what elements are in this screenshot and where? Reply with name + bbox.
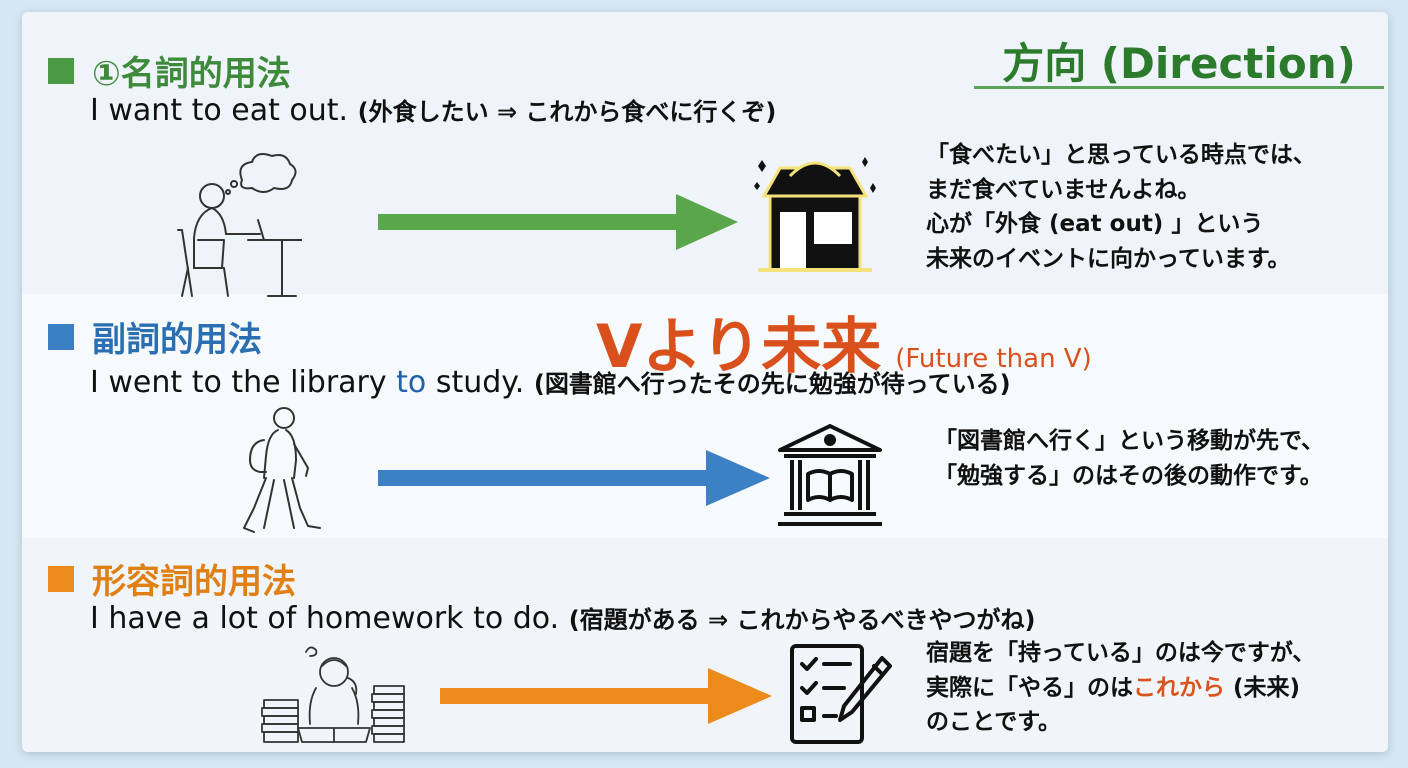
- adverb-usage-heading-text: 副詞的用法: [92, 320, 262, 360]
- section-band-noun: [22, 12, 1388, 294]
- direction-underline: [974, 86, 1384, 89]
- adjective-explanation-line: のことです。: [926, 709, 1062, 735]
- walking-student-icon: [243, 407, 321, 533]
- blue-arrow-icon: [378, 450, 770, 506]
- noun-explanation-line: 未来のイベントに向かっています。: [926, 245, 1291, 272]
- adjective-usage-sentence: I have a lot of homework to do. (宿題がある ⇒…: [90, 600, 1035, 636]
- adjective-explanation-text: 実際に「やる」のは: [926, 674, 1133, 701]
- adjective-explanation-text-end: (未来): [1225, 674, 1301, 701]
- green-arrow-icon: [378, 194, 738, 250]
- adjective-usage-heading-text: 形容詞的用法: [92, 562, 296, 602]
- adjective-usage-explanation: 宿題を「持っている」のは今ですが、 実際に「やる」のはこれから (未来) のこと…: [926, 636, 1315, 740]
- adjective-explanation-line: 実際に「やる」のはこれから (未来): [926, 671, 1315, 706]
- noun-explanation-line: 「食べたい」と思っている時点では、: [926, 142, 1316, 168]
- adverb-usage-sentence: I went to the library to study. (図書館へ行った…: [90, 364, 1011, 400]
- noun-explanation-line: 心が「外食 (eat out) 」という: [926, 211, 1264, 237]
- adjective-sentence-note: (宿題がある ⇒ これからやるべきやつがね): [568, 606, 1036, 634]
- noun-usage-sentence: I want to eat out. (外食したい ⇒ これから食べに行くぞ): [90, 92, 776, 128]
- blue-square-icon: [48, 323, 74, 350]
- adjective-usage-heading: 形容詞的用法: [48, 554, 296, 603]
- noun-usage-heading: ①名詞的用法: [48, 46, 291, 95]
- adverb-explanation-line: 「図書館へ行く」という移動が先で、: [934, 428, 1325, 454]
- noun-usage-explanation: 「食べたい」と思っている時点では、 まだ食べていませんよね。 心が「外食 (ea…: [926, 138, 1316, 276]
- library-building-icon: [778, 424, 882, 526]
- direction-title: 方向 (Direction): [1002, 39, 1356, 88]
- thinking-person-at-table-icon: [177, 153, 302, 297]
- adverb-explanation-line: 「勉強する」のはその後の動作です。: [934, 462, 1323, 489]
- infographic-card: 方向 (Direction) ①名詞的用法 I want to eat out.…: [22, 12, 1388, 752]
- adverb-sentence-note: (図書館へ行ったその先に勉強が待っている): [533, 370, 1011, 398]
- adverb-sentence-highlight: to: [396, 365, 427, 400]
- orange-arrow-icon: [440, 668, 772, 724]
- green-square-icon: [48, 57, 74, 84]
- section-band-adverb: [22, 294, 1388, 538]
- noun-sentence-note: (外食したい ⇒ これから食べに行くぞ): [357, 98, 777, 126]
- restaurant-store-icon: [754, 157, 876, 272]
- adjective-explanation-line: 宿題を「持っている」のは今ですが、: [926, 640, 1316, 666]
- adjective-sentence-text: I have a lot of homework to do.: [90, 601, 560, 636]
- orange-square-icon: [48, 565, 74, 592]
- adverb-sentence-text: I went to the library: [90, 365, 397, 400]
- adverb-usage-heading: 副詞的用法: [48, 312, 262, 361]
- noun-usage-heading-text: ①名詞的用法: [92, 54, 291, 94]
- noun-explanation-line: まだ食べていませんよね。: [926, 176, 1201, 203]
- checklist-pencil-icon: [790, 644, 892, 744]
- center-title: Vより未来 (Future than V): [596, 298, 1092, 385]
- section-band-adjective: [22, 538, 1388, 752]
- center-title-sub: (Future than V): [895, 344, 1092, 374]
- noun-sentence-text: I want to eat out.: [90, 93, 349, 128]
- stressed-student-with-books-icon: [261, 646, 405, 743]
- adjective-explanation-highlight: これから: [1133, 674, 1225, 701]
- adverb-usage-explanation: 「図書館へ行く」という移動が先で、 「勉強する」のはその後の動作です。: [934, 424, 1324, 493]
- center-title-main: Vより未来: [596, 312, 882, 382]
- adverb-sentence-text-end: study.: [426, 365, 525, 400]
